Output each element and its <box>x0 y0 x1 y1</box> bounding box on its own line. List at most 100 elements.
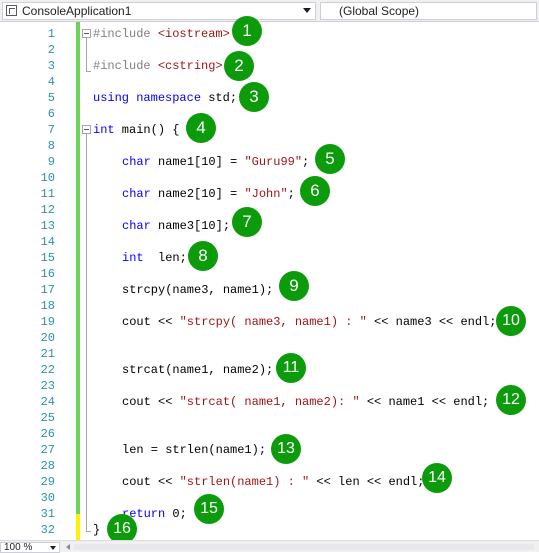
annotation-badge: 15 <box>194 494 224 524</box>
scope-dropdown-label: (Global Scope) <box>339 4 420 18</box>
annotation-badge: 6 <box>300 176 330 206</box>
line-number: 29 <box>40 475 55 489</box>
annotation-badge: 4 <box>186 113 216 143</box>
line-number-gutter: 1 2 3 4 5 6 7 8 9 10 11 12 13 14 15 16 1… <box>0 22 62 540</box>
code-text: << name3 << endl; <box>366 315 497 329</box>
code-line-19[interactable]: cout << "strcpy( name3, name1) : " << na… <box>122 314 496 330</box>
horizontal-scrollbar[interactable] <box>74 544 534 550</box>
code-line-24[interactable]: cout << "strcat( name1, name2): " << nam… <box>122 394 489 410</box>
code-line-7[interactable]: int main() { <box>93 122 179 138</box>
project-dropdown-label: ConsoleApplication1 <box>22 4 132 18</box>
code-text: cout << <box>122 395 180 409</box>
line-number: 9 <box>47 155 55 169</box>
unsaved-changes-indicator <box>76 514 80 540</box>
line-number: 19 <box>40 315 55 329</box>
code-line-11[interactable]: char name2[10] = "John"; <box>122 186 295 202</box>
annotation-badge: 2 <box>224 51 254 81</box>
line-number: 27 <box>40 443 55 457</box>
collapse-main-icon[interactable] <box>82 125 91 134</box>
code-text: 0; <box>165 507 187 521</box>
keyword: char <box>122 219 151 233</box>
code-line-15[interactable]: int len; <box>122 250 187 266</box>
keyword: using <box>93 91 130 105</box>
code-text: len; <box>143 251 187 265</box>
line-number: 5 <box>47 91 55 105</box>
code-line-17[interactable]: strcpy(name3, name1); <box>122 282 273 298</box>
code-line-3[interactable]: #include <cstring> <box>93 58 223 74</box>
scroll-left-icon[interactable] <box>66 544 70 550</box>
zoom-dropdown[interactable]: 100 % <box>0 542 60 553</box>
line-number: 17 <box>40 283 55 297</box>
code-line-32[interactable]: } <box>93 522 100 538</box>
editor-status-bar: 100 % <box>0 540 539 553</box>
line-number: 20 <box>40 331 55 345</box>
line-number: 31 <box>40 507 55 521</box>
code-editor[interactable]: 1 2 3 4 5 6 7 8 9 10 11 12 13 14 15 16 1… <box>0 16 539 544</box>
annotation-badge: 13 <box>271 434 301 464</box>
string-literal: "John" <box>244 187 288 201</box>
line-number: 22 <box>40 363 55 377</box>
keyword: namespace <box>136 91 202 105</box>
scope-dropdown[interactable]: (Global Scope) <box>320 2 537 20</box>
line-number: 32 <box>40 523 55 537</box>
keyword: int <box>93 123 115 137</box>
line-number: 12 <box>40 203 55 217</box>
code-text: name2[10] = <box>150 187 245 201</box>
code-line-1[interactable]: #include <iostream> <box>93 26 230 42</box>
navigation-bar: ConsoleApplication1 (Global Scope) <box>0 0 539 22</box>
code-text: ; <box>287 187 295 201</box>
saved-changes-indicator <box>76 22 80 514</box>
preprocessor-directive: #include <box>93 59 151 73</box>
code-line-13[interactable]: char name3[10]; <box>122 218 230 234</box>
line-number: 6 <box>47 107 55 121</box>
outline-end <box>86 531 91 532</box>
project-dropdown[interactable]: ConsoleApplication1 <box>2 2 316 20</box>
string-literal: "strcpy( name3, name1) : " <box>179 315 367 329</box>
line-number: 30 <box>40 491 55 505</box>
code-text: ; <box>302 155 310 169</box>
line-number: 24 <box>40 395 55 409</box>
code-text: name1[10] = <box>150 155 245 169</box>
code-text: cout << <box>122 315 180 329</box>
include-header: <iostream> <box>157 27 230 41</box>
code-text: name3[10]; <box>150 219 231 233</box>
chevron-down-icon[interactable] <box>303 8 311 13</box>
line-number: 23 <box>40 379 55 393</box>
code-text: std; <box>201 91 238 105</box>
annotation-badge: 8 <box>188 241 218 271</box>
line-number: 2 <box>47 43 55 57</box>
include-header: <cstring> <box>157 59 223 73</box>
collapse-include-icon[interactable] <box>82 29 91 38</box>
code-text: strcat(name1, name2); <box>122 363 274 377</box>
code-line-27[interactable]: len = strlen(name1); <box>122 442 266 458</box>
line-number: 8 <box>47 139 55 153</box>
line-number: 7 <box>47 123 55 137</box>
string-literal: "Guru99" <box>244 155 303 169</box>
code-line-9[interactable]: char name1[10] = "Guru99"; <box>122 154 309 170</box>
code-text: cout << <box>122 475 180 489</box>
line-number: 4 <box>47 75 55 89</box>
annotation-badge: 9 <box>279 271 309 301</box>
class-view-icon <box>6 5 17 16</box>
annotation-badge: 16 <box>107 514 137 544</box>
code-text: } <box>93 523 101 537</box>
keyword: int <box>122 251 144 265</box>
keyword: char <box>122 155 151 169</box>
code-line-5[interactable]: using namespace std; <box>93 90 237 106</box>
code-line-22[interactable]: strcat(name1, name2); <box>122 362 273 378</box>
string-literal: "strlen(name1) : " <box>179 475 310 489</box>
annotation-badge: 12 <box>496 385 526 415</box>
outline-line <box>86 38 87 71</box>
code-text: main() { <box>114 123 180 137</box>
line-number: 14 <box>40 235 55 249</box>
code-line-31[interactable]: return 0; <box>122 506 187 522</box>
code-text: << len << endl; <box>309 475 425 489</box>
annotation-badge: 5 <box>315 144 345 174</box>
line-number: 13 <box>40 219 55 233</box>
line-number: 16 <box>40 267 55 281</box>
line-number: 10 <box>40 171 55 185</box>
code-text: << name1 << endl; <box>359 395 490 409</box>
annotation-badge: 7 <box>232 207 262 237</box>
code-line-29[interactable]: cout << "strlen(name1) : " << len << end… <box>122 474 424 490</box>
chevron-down-icon[interactable] <box>50 546 56 550</box>
